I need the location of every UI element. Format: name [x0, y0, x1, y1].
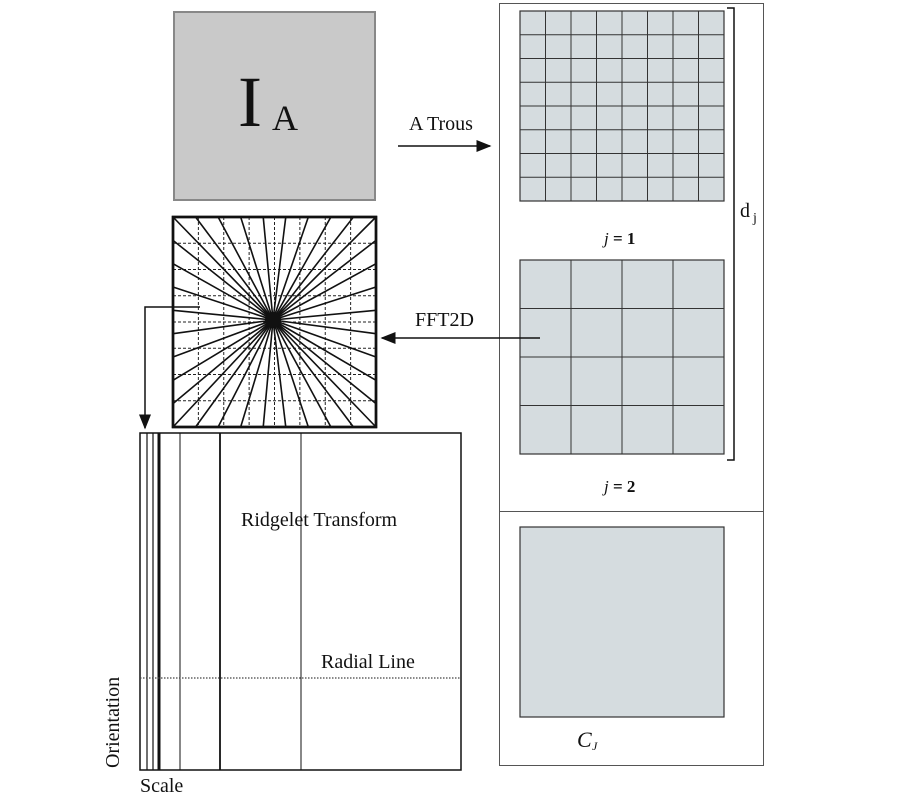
coarse-scale-box	[519, 526, 725, 718]
radial-connector-arrow	[139, 306, 200, 430]
level-label-j1: j = 1	[604, 229, 636, 248]
detail-grid-j2	[519, 259, 725, 455]
polar-grid	[171, 215, 378, 429]
wavelet-panel	[499, 3, 764, 766]
source-image-box	[173, 11, 376, 201]
orientation-axis-label: Orientation	[102, 676, 124, 768]
dj-subscript: j	[753, 211, 757, 226]
source-image-symbol: I	[238, 62, 262, 142]
detail-grid-j1	[519, 10, 725, 202]
scale-lines	[146, 433, 302, 770]
level-label-j2: j = 2	[604, 477, 636, 496]
dj-symbol: d	[740, 200, 750, 222]
radial-line-label: Radial Line	[321, 651, 415, 673]
scale-axis-label: Scale	[140, 775, 184, 797]
coarse-symbol: C	[577, 727, 592, 752]
fft2d-label: FFT2D	[415, 309, 474, 331]
a-trous-label: A Trous	[409, 113, 473, 135]
ridgelet-title: Ridgelet Transform	[241, 509, 398, 531]
panel-divider	[499, 511, 764, 512]
coarse-subscript: J	[592, 739, 598, 753]
source-image-subscript: A	[272, 98, 298, 138]
dj-bracket	[727, 7, 735, 461]
